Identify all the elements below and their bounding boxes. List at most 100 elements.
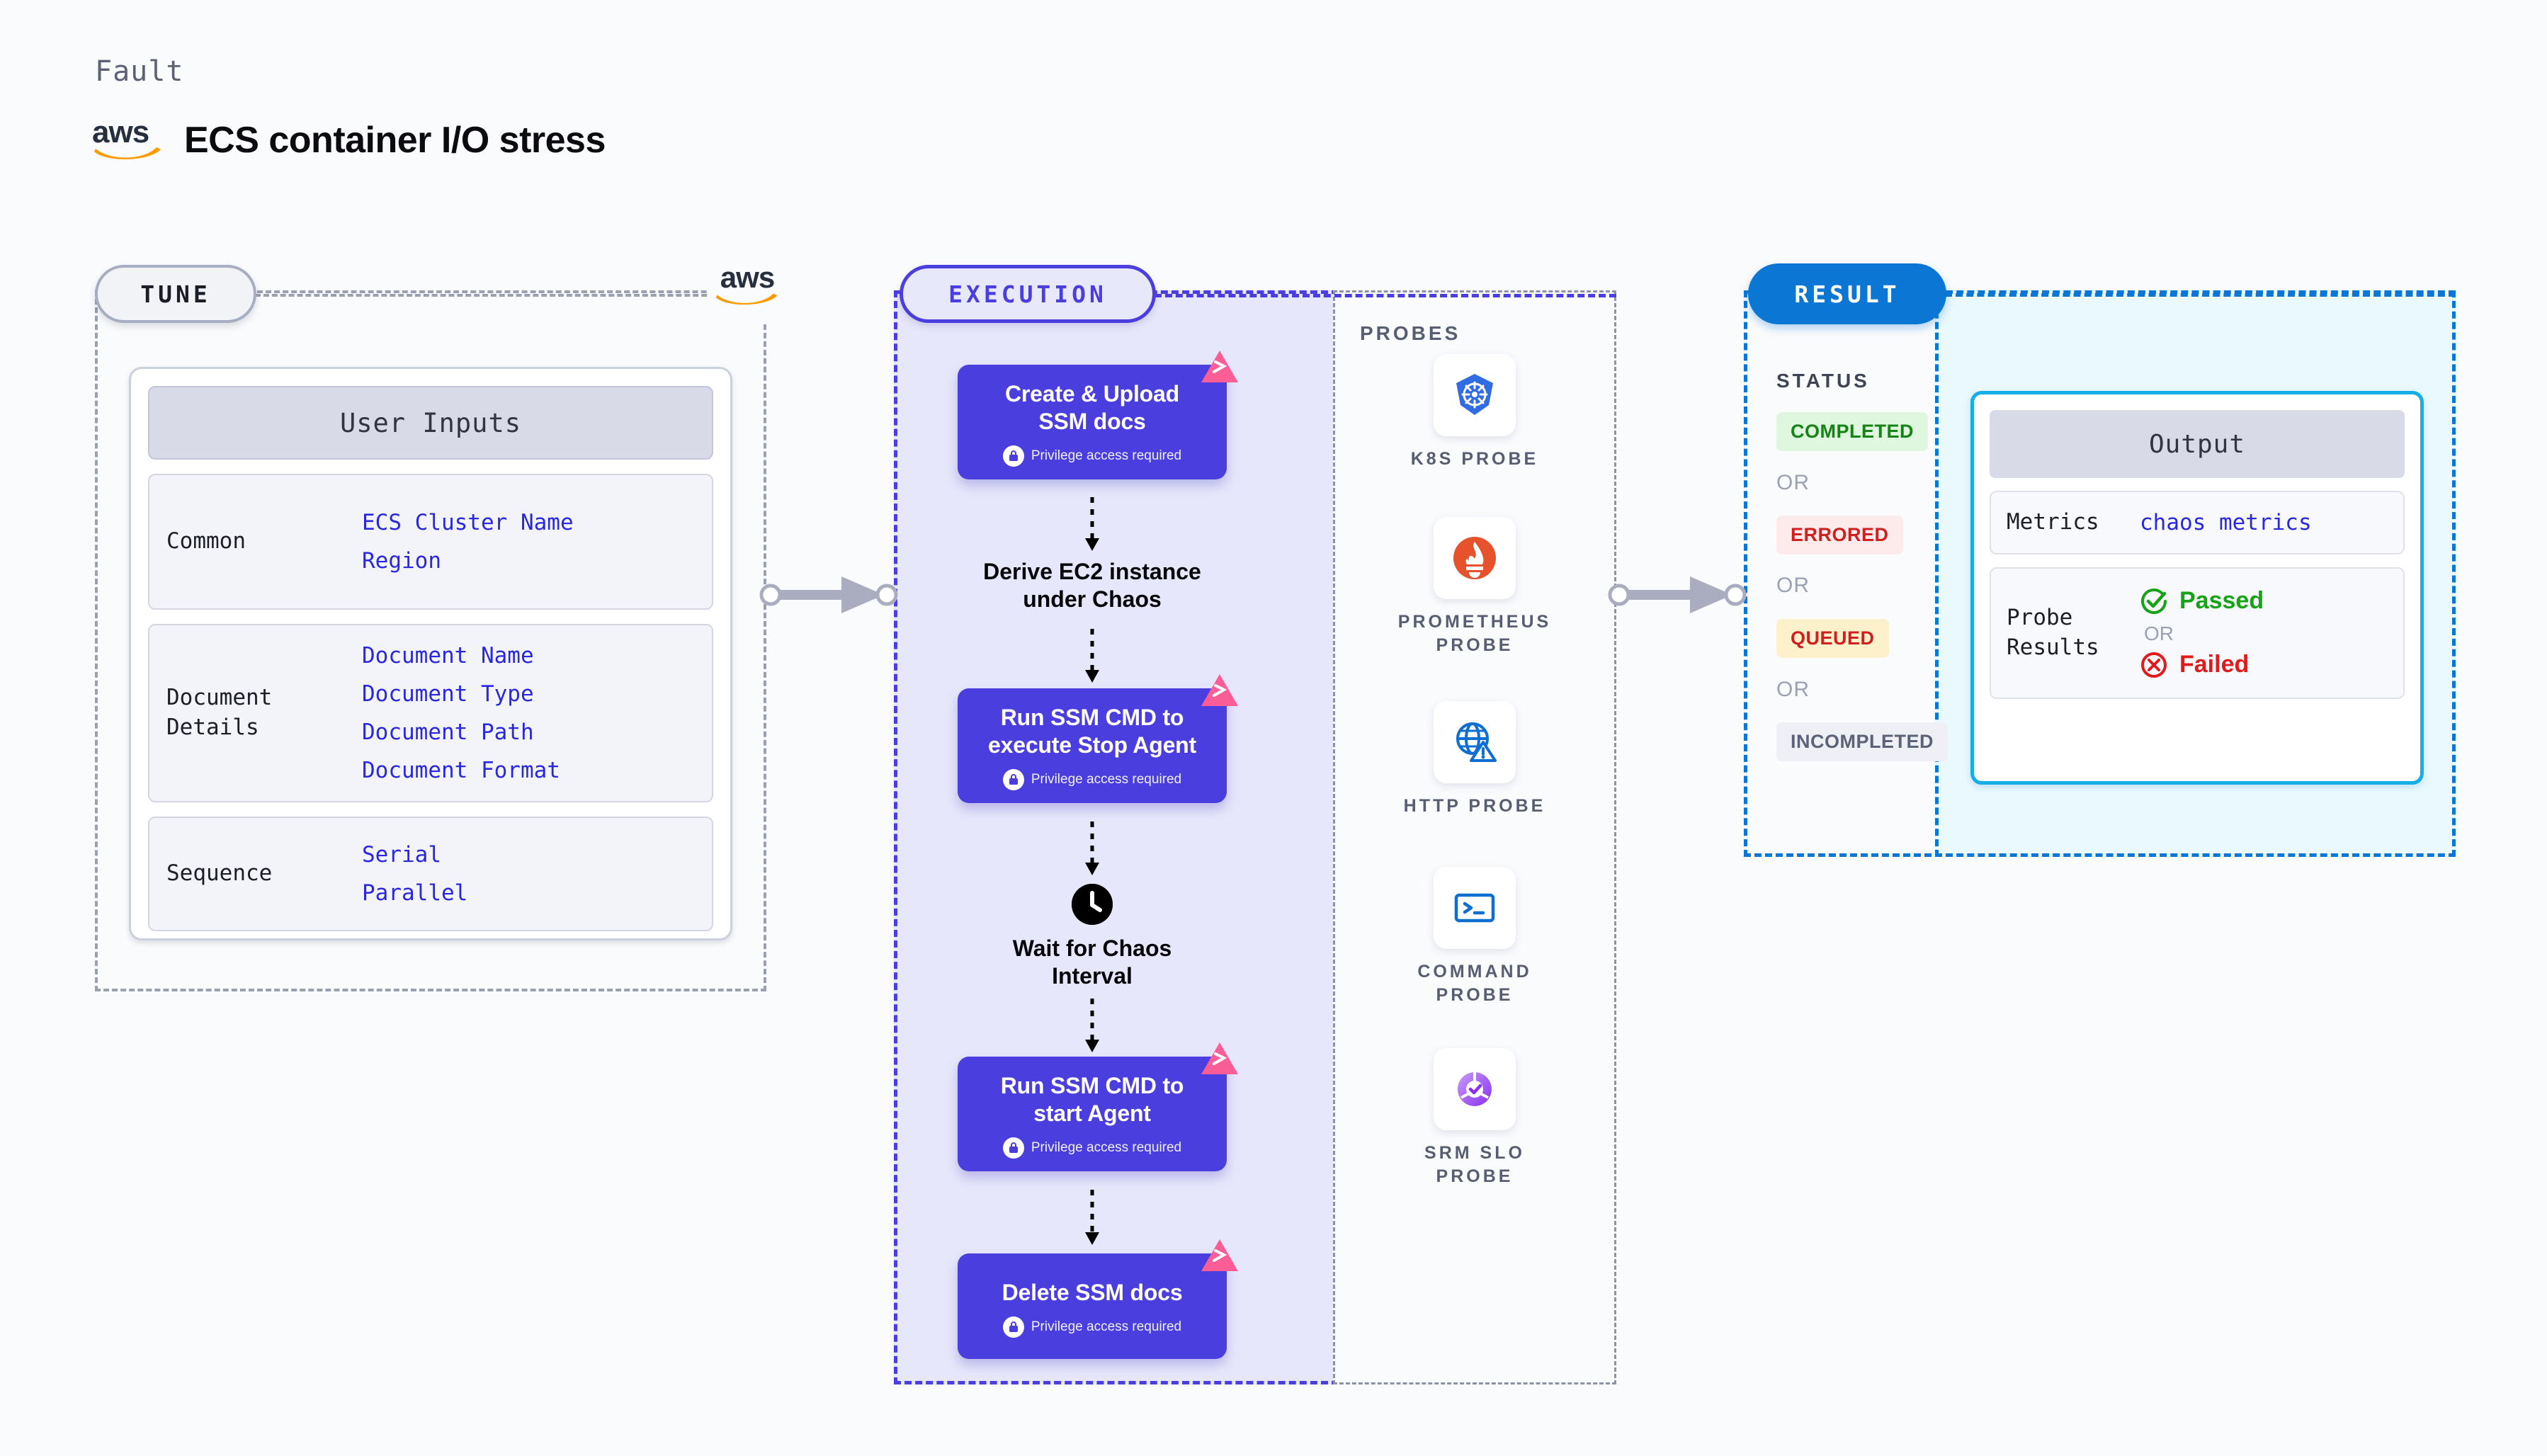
probe-http[interactable]: HTTP PROBE [1390, 701, 1560, 818]
chaos-badge-icon [1201, 351, 1238, 382]
user-inputs-title: User Inputs [148, 386, 713, 460]
stage-pill-tune[interactable]: TUNE [95, 265, 256, 323]
page-title: ECS container I/O stress [184, 120, 606, 161]
tune-value[interactable]: Parallel [362, 880, 468, 906]
globe-warning-icon [1434, 701, 1516, 783]
probe-result-passed-label: Passed [2179, 587, 2264, 615]
tune-section-label: Common [166, 528, 246, 554]
x-circle-icon [2141, 652, 2167, 678]
output-row-metrics: Metrics chaos metrics [1990, 491, 2405, 554]
step-privilege-note: Privilege access required [969, 769, 1215, 791]
tune-value[interactable]: Region [362, 548, 441, 574]
prometheus-icon [1434, 517, 1516, 599]
tune-section-sequence: Sequence Serial Parallel [148, 817, 713, 931]
lock-icon [1002, 769, 1024, 791]
check-circle-icon [2141, 588, 2167, 614]
tune-frame-top-line [255, 294, 715, 297]
output-metrics-label: Metrics [2007, 509, 2099, 535]
tune-section-values: Serial Parallel [362, 836, 467, 912]
flow-arrow [1085, 999, 1099, 1052]
tune-section-values: ECS Cluster Name Region [362, 504, 574, 580]
tune-aws-smile-icon [715, 293, 778, 305]
probe-result-failed: Failed [2140, 651, 2264, 679]
stage-pill-execution[interactable]: EXECUTION [900, 265, 1156, 323]
status-label: STATUS [1776, 370, 1870, 392]
flow-arrow [1085, 629, 1099, 683]
lock-icon [1002, 1316, 1024, 1338]
tune-value[interactable]: Document Name [362, 643, 534, 669]
user-inputs-card: User Inputs Common ECS Cluster Name Regi… [129, 367, 732, 940]
tune-section-values: Document Name Document Type Document Pat… [362, 637, 560, 790]
flow-arrow [1085, 497, 1099, 551]
tune-value[interactable]: Document Path [362, 720, 534, 745]
connector-tune-to-execution [759, 576, 898, 613]
flow-arrow [1085, 821, 1099, 875]
status-or-3: OR [1776, 678, 1810, 701]
lock-icon [1002, 445, 1024, 467]
page-kicker: Fault [95, 55, 184, 88]
probe-result-passed: Passed [2140, 587, 2264, 615]
tune-aws-logo: aws [708, 251, 786, 322]
status-badge-completed: COMPLETED [1776, 412, 1929, 451]
tune-value[interactable]: ECS Cluster Name [362, 510, 574, 535]
status-badge-incompleted: INCOMPLETED [1776, 722, 1948, 761]
connector-execution-to-result [1608, 576, 1747, 613]
page-title-row: aws ECS container I/O stress [92, 115, 606, 161]
step-privilege-text: Privilege access required [1031, 772, 1182, 787]
result-frame-top-line [1945, 293, 2456, 297]
step-privilege-note: Privilege access required [969, 1316, 1215, 1338]
chaos-badge-icon [1201, 1042, 1238, 1074]
aws-smile-icon [94, 147, 161, 159]
output-title: Output [1990, 410, 2405, 478]
probe-result-or: OR [2144, 622, 2174, 644]
step-title: Delete SSM docs [1002, 1280, 1183, 1305]
lock-icon [1002, 1137, 1024, 1159]
step-privilege-note: Privilege access required [969, 1137, 1215, 1159]
execution-step-delete-docs[interactable]: Delete SSM docs Privilege access require… [958, 1239, 1238, 1360]
clock-icon [1072, 884, 1113, 925]
tune-value[interactable]: Document Type [362, 681, 534, 707]
tune-value[interactable]: Serial [362, 842, 441, 868]
probe-k8s[interactable]: K8S PROBE [1390, 354, 1560, 471]
probes-frame [1333, 290, 1616, 1384]
chaos-badge-icon [1201, 1239, 1238, 1271]
probes-label: PROBES [1360, 322, 1461, 344]
aws-wordmark: aws [92, 115, 149, 149]
status-badge-queued: QUEUED [1776, 619, 1889, 658]
aws-logo: aws [92, 115, 166, 161]
stage-pill-result[interactable]: RESULT [1748, 263, 1946, 324]
terminal-icon [1434, 867, 1516, 949]
tune-aws-wordmark: aws [720, 261, 775, 294]
probe-result-failed-label: Failed [2179, 651, 2250, 678]
probe-caption: K8S PROBE [1410, 449, 1539, 469]
output-metrics-value[interactable]: chaos metrics [2140, 509, 2312, 535]
tune-value[interactable]: Document Format [362, 758, 560, 783]
step-privilege-text: Privilege access required [1031, 1140, 1182, 1156]
status-or-1: OR [1776, 471, 1810, 494]
step-privilege-note: Privilege access required [969, 445, 1215, 467]
output-probe-results-values: Passed OR Failed [2140, 587, 2264, 679]
step-privilege-text: Privilege access required [1031, 448, 1182, 464]
